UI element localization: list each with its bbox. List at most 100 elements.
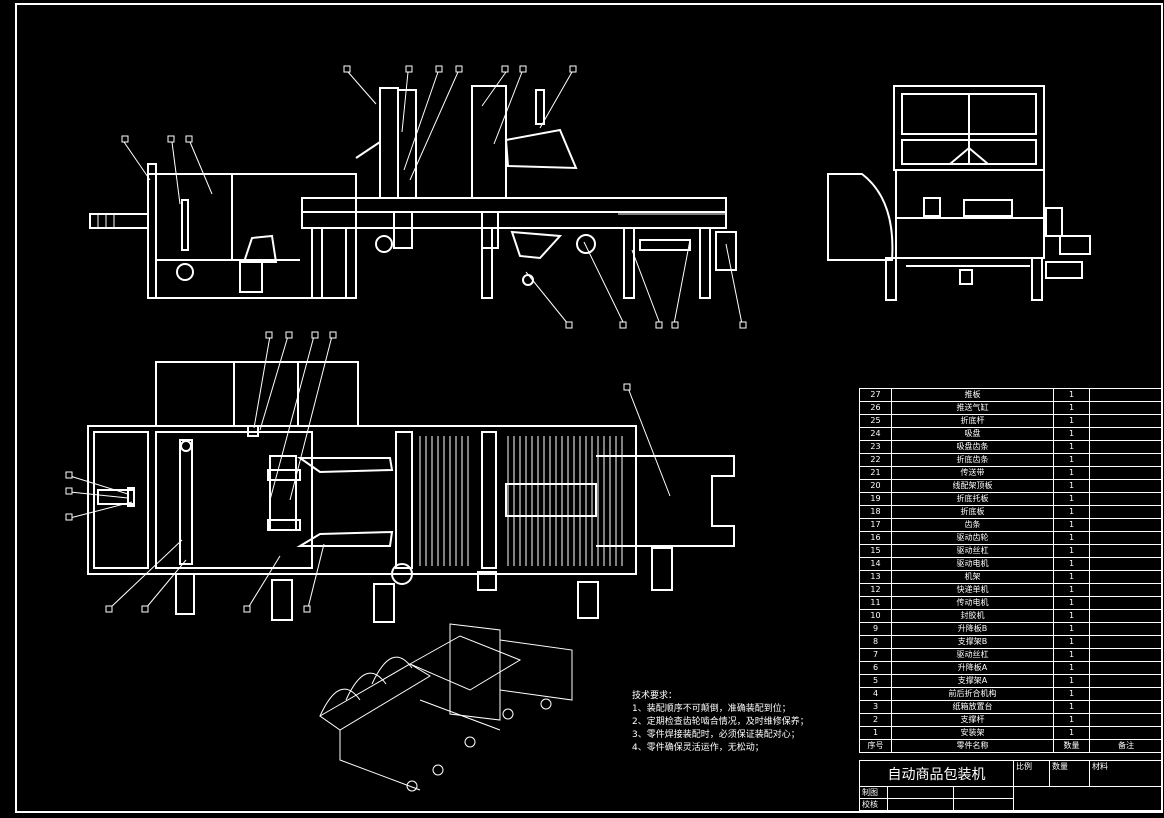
bom-part-name: 驱动丝杠 [891, 544, 1054, 558]
bom-qty: 1 [1053, 414, 1090, 428]
bom-qty: 1 [1053, 570, 1090, 584]
bom-qty: 1 [1053, 557, 1090, 571]
bom-no: 1 [859, 726, 892, 740]
bom-remark [1089, 635, 1163, 649]
bom-qty: 1 [1053, 479, 1090, 493]
bom-remark [1089, 609, 1163, 623]
bom-no: 4 [859, 687, 892, 701]
bom-qty: 1 [1053, 726, 1090, 740]
bom-qty: 1 [1053, 453, 1090, 467]
checked-date-cell [952, 798, 1015, 811]
bom-part-name: 吸盘 [891, 427, 1054, 441]
title-block: 自动商品包装机 比例 数量 材料 制图 校核 [858, 760, 1164, 814]
bom-remark [1089, 583, 1163, 597]
bom-qty: 1 [1053, 700, 1090, 714]
tech-req-item: 2、定期检查齿轮啮合情况，及时维修保养； [632, 717, 809, 727]
bom-part-name: 线配架顶板 [891, 479, 1054, 493]
bom-remark [1089, 518, 1163, 532]
material-label: 材料 [1089, 760, 1164, 787]
bom-remark [1089, 700, 1163, 714]
bom-remark [1089, 453, 1163, 467]
isometric-view [319, 623, 573, 792]
bom-qty: 1 [1053, 531, 1090, 545]
bom-remark [1089, 427, 1163, 441]
drawn-by-cell [887, 786, 954, 799]
bom-no: 20 [859, 479, 892, 493]
bom-remark [1089, 544, 1163, 558]
bom-no: 17 [859, 518, 892, 532]
bom-remark [1089, 648, 1163, 662]
checked-by-cell [887, 798, 954, 811]
tech-req-title: 技术要求： [632, 691, 678, 701]
bom-part-name: 支撑架B [891, 635, 1054, 649]
bom-no: 19 [859, 492, 892, 506]
bom-qty: 1 [1053, 492, 1090, 506]
bom-no: 22 [859, 453, 892, 467]
bom-remark [1089, 388, 1163, 402]
bom-no: 24 [859, 427, 892, 441]
bom-remark [1089, 713, 1163, 727]
bom-no: 18 [859, 505, 892, 519]
bom-header-qty: 数量 [1053, 739, 1090, 753]
bom-part-name: 快递单机 [891, 583, 1054, 597]
bom-part-name: 齿条 [891, 518, 1054, 532]
bom-no: 23 [859, 440, 892, 454]
bom-remark [1089, 531, 1163, 545]
bom-no: 14 [859, 557, 892, 571]
bom-part-name: 纸箱放置台 [891, 700, 1054, 714]
drawn-label: 制图 [859, 786, 888, 799]
bom-qty: 1 [1053, 401, 1090, 415]
callouts [65, 65, 747, 613]
bom-no: 9 [859, 622, 892, 636]
bom-no: 6 [859, 661, 892, 675]
bom-qty: 1 [1053, 388, 1090, 402]
bom-no: 27 [859, 388, 892, 402]
bom-qty: 1 [1053, 583, 1090, 597]
bom-part-name: 封胶机 [891, 609, 1054, 623]
bom-remark [1089, 674, 1163, 688]
bom-no: 26 [859, 401, 892, 415]
bom-qty: 1 [1053, 466, 1090, 480]
bom-qty: 1 [1053, 648, 1090, 662]
bom-qty: 1 [1053, 427, 1090, 441]
bom-part-name: 传动电机 [891, 596, 1054, 610]
bom-no: 7 [859, 648, 892, 662]
bom-no: 5 [859, 674, 892, 688]
bom-remark [1089, 596, 1163, 610]
bom-no: 8 [859, 635, 892, 649]
top-view [87, 361, 735, 623]
bom-header-remark: 备注 [1089, 739, 1163, 753]
bom-part-name: 升降板B [891, 622, 1054, 636]
bom-remark [1089, 466, 1163, 480]
bom-qty: 1 [1053, 518, 1090, 532]
bom-remark [1089, 492, 1163, 506]
tech-req-item: 1、装配顺序不可颠倒，准确装配到位； [632, 704, 791, 714]
bom-part-name: 机架 [891, 570, 1054, 584]
bom-part-name: 吸盘齿条 [891, 440, 1054, 454]
bom-no: 2 [859, 713, 892, 727]
bom-part-name: 支撑架A [891, 674, 1054, 688]
bom-qty: 1 [1053, 674, 1090, 688]
bom-qty: 1 [1053, 661, 1090, 675]
bom-part-name: 折底杆 [891, 414, 1054, 428]
